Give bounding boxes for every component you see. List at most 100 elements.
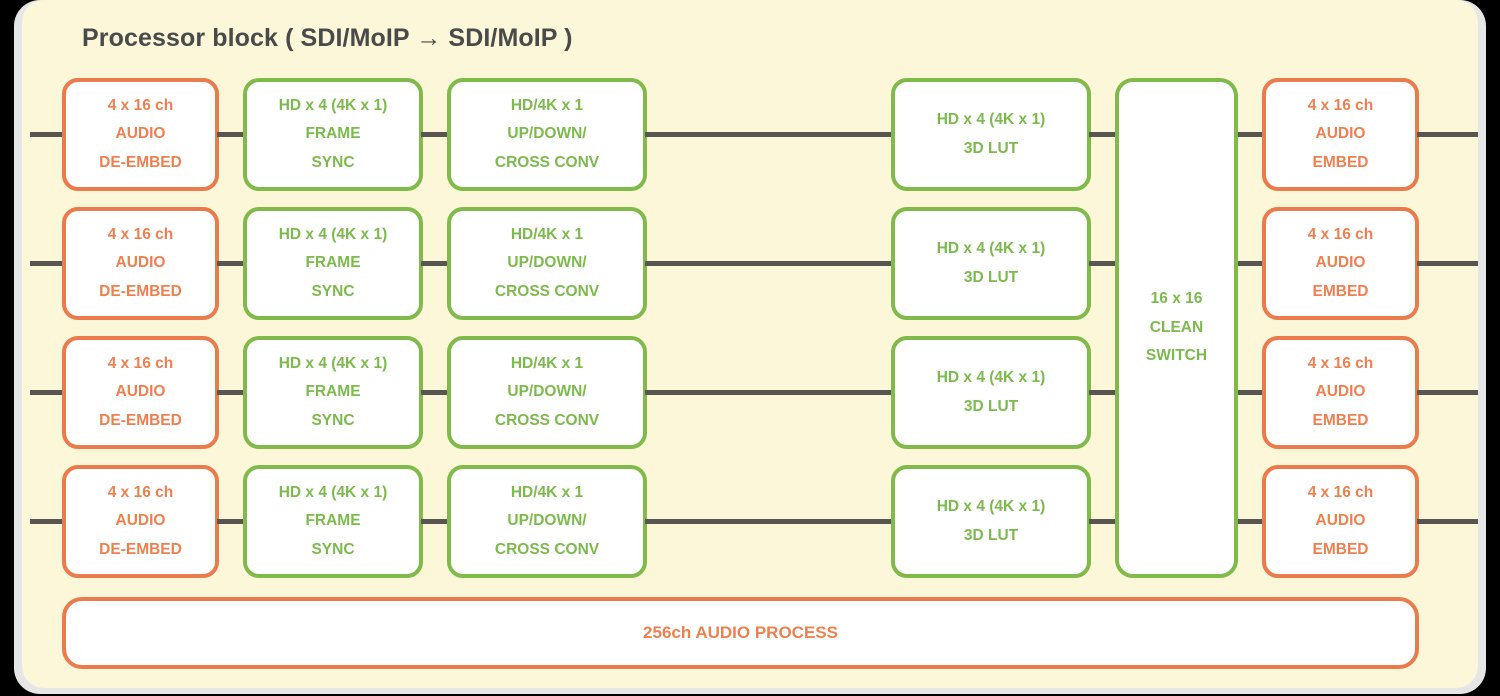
lut-3d-row-3[interactable]: HD x 4 (4K x 1) 3D LUT [891, 336, 1091, 449]
block-line-1: 4 x 16 ch [1307, 354, 1374, 372]
block-line-3: CROSS CONV [494, 153, 600, 171]
block-line-2: 3D LUT [963, 268, 1019, 286]
block-line-1: HD x 4 (4K x 1) [278, 225, 388, 243]
block-line-2: AUDIO [115, 512, 166, 530]
wire-output-row-3 [1417, 390, 1478, 395]
block-line-3: SYNC [311, 282, 355, 300]
block-line-2: UP/DOWN/ [507, 125, 587, 143]
block-line-1: 4 x 16 ch [107, 354, 174, 372]
block-line-1: HD x 4 (4K x 1) [278, 96, 388, 114]
block-line-2: CLEAN [1149, 318, 1204, 336]
frame-sync-row-2[interactable]: HD x 4 (4K x 1) FRAME SYNC [243, 207, 423, 320]
up-down-cross-conv-row-2[interactable]: HD/4K x 1 UP/DOWN/ CROSS CONV [447, 207, 647, 320]
block-line-3: EMBED [1312, 153, 1369, 171]
block-line-1: 4 x 16 ch [1307, 96, 1374, 114]
audio-de-embed-row-2[interactable]: 4 x 16 ch AUDIO DE-EMBED [62, 207, 219, 320]
audio-embed-row-2[interactable]: 4 x 16 ch AUDIO EMBED [1262, 207, 1419, 320]
block-line-3: CROSS CONV [494, 282, 600, 300]
audio-embed-row-3[interactable]: 4 x 16 ch AUDIO EMBED [1262, 336, 1419, 449]
audio-process-bar[interactable]: 256ch AUDIO PROCESS [62, 597, 1419, 669]
wire-lut-to-switch-row-3 [1089, 390, 1117, 395]
processor-block-panel: Processor block ( SDI/MoIP → SDI/MoIP ) … [22, 0, 1478, 688]
lut-3d-row-2[interactable]: HD x 4 (4K x 1) 3D LUT [891, 207, 1091, 320]
up-down-cross-conv-row-3[interactable]: HD/4K x 1 UP/DOWN/ CROSS CONV [447, 336, 647, 449]
block-line-2: AUDIO [1315, 254, 1366, 272]
block-line-3: DE-EMBED [99, 153, 182, 171]
block-line-2: UP/DOWN/ [507, 383, 587, 401]
up-down-cross-conv-row-1[interactable]: HD/4K x 1 UP/DOWN/ CROSS CONV [447, 78, 647, 191]
wire-output-row-2 [1417, 261, 1478, 266]
wire-input-row-4 [30, 519, 78, 524]
lut-3d-row-1[interactable]: HD x 4 (4K x 1) 3D LUT [891, 78, 1091, 191]
clean-switch-block[interactable]: 16 x 16 CLEAN SWITCH [1115, 78, 1238, 578]
block-line-3: DE-EMBED [99, 540, 182, 558]
wire-output-row-4 [1417, 519, 1478, 524]
block-line-2: AUDIO [115, 383, 166, 401]
block-line-3: SYNC [311, 540, 355, 558]
frame-sync-row-1[interactable]: HD x 4 (4K x 1) FRAME SYNC [243, 78, 423, 191]
block-line-1: 4 x 16 ch [107, 483, 174, 501]
block-line-3: EMBED [1312, 540, 1369, 558]
block-line-1: HD x 4 (4K x 1) [278, 483, 388, 501]
block-line-2: FRAME [305, 254, 361, 272]
audio-de-embed-row-3[interactable]: 4 x 16 ch AUDIO DE-EMBED [62, 336, 219, 449]
block-line-1: HD x 4 (4K x 1) [278, 354, 388, 372]
block-line-1: HD/4K x 1 [510, 483, 584, 501]
block-line-1: HD x 4 (4K x 1) [936, 369, 1046, 387]
wire-deembed-to-framesync-row-3 [217, 390, 245, 395]
wire-output-row-1 [1417, 132, 1478, 137]
wire-input-row-1 [30, 132, 78, 137]
block-line-2: FRAME [305, 125, 361, 143]
block-line-2: 3D LUT [963, 397, 1019, 415]
wire-framesync-to-conv-row-4 [421, 519, 449, 524]
block-line-1: HD/4K x 1 [510, 225, 584, 243]
block-line-1: 4 x 16 ch [1307, 483, 1374, 501]
frame-sync-row-3[interactable]: HD x 4 (4K x 1) FRAME SYNC [243, 336, 423, 449]
block-line-2: UP/DOWN/ [507, 512, 587, 530]
block-line-1: HD/4K x 1 [510, 354, 584, 372]
wire-deembed-to-framesync-row-2 [217, 261, 245, 266]
block-line-1: 4 x 16 ch [107, 225, 174, 243]
block-line-3: SYNC [311, 411, 355, 429]
block-line-1: HD/4K x 1 [510, 96, 584, 114]
block-line-1: 16 x 16 [1150, 289, 1203, 307]
audio-de-embed-row-1[interactable]: 4 x 16 ch AUDIO DE-EMBED [62, 78, 219, 191]
wire-switch-to-embed-row-4 [1236, 519, 1264, 524]
wire-lut-to-switch-row-1 [1089, 132, 1117, 137]
audio-embed-row-1[interactable]: 4 x 16 ch AUDIO EMBED [1262, 78, 1419, 191]
wire-framesync-to-conv-row-2 [421, 261, 449, 266]
up-down-cross-conv-row-4[interactable]: HD/4K x 1 UP/DOWN/ CROSS CONV [447, 465, 647, 578]
block-line-3: DE-EMBED [99, 411, 182, 429]
block-line-2: 3D LUT [963, 526, 1019, 544]
block-line-3: SWITCH [1145, 347, 1208, 365]
wire-lut-to-switch-row-4 [1089, 519, 1117, 524]
block-line-1: HD x 4 (4K x 1) [936, 111, 1046, 129]
wire-conv-to-lut-row-4 [645, 519, 893, 524]
wire-framesync-to-conv-row-1 [421, 132, 449, 137]
block-line-3: SYNC [311, 153, 355, 171]
block-line-3: CROSS CONV [494, 540, 600, 558]
wire-conv-to-lut-row-1 [645, 132, 893, 137]
block-line-2: AUDIO [115, 125, 166, 143]
block-line-1: 4 x 16 ch [1307, 225, 1374, 243]
block-line-2: FRAME [305, 512, 361, 530]
wire-input-row-3 [30, 390, 78, 395]
audio-embed-row-4[interactable]: 4 x 16 ch AUDIO EMBED [1262, 465, 1419, 578]
wire-conv-to-lut-row-2 [645, 261, 893, 266]
block-line-1: HD x 4 (4K x 1) [936, 498, 1046, 516]
block-line-2: AUDIO [1315, 125, 1366, 143]
wire-framesync-to-conv-row-3 [421, 390, 449, 395]
wire-switch-to-embed-row-3 [1236, 390, 1264, 395]
frame-sync-row-4[interactable]: HD x 4 (4K x 1) FRAME SYNC [243, 465, 423, 578]
lut-3d-row-4[interactable]: HD x 4 (4K x 1) 3D LUT [891, 465, 1091, 578]
wire-lut-to-switch-row-2 [1089, 261, 1117, 266]
audio-de-embed-row-4[interactable]: 4 x 16 ch AUDIO DE-EMBED [62, 465, 219, 578]
block-line-2: AUDIO [1315, 383, 1366, 401]
block-line-3: EMBED [1312, 411, 1369, 429]
wire-input-row-2 [30, 261, 78, 266]
block-line-3: CROSS CONV [494, 411, 600, 429]
block-line-1: 4 x 16 ch [107, 96, 174, 114]
wire-deembed-to-framesync-row-1 [217, 132, 245, 137]
audio-process-label: 256ch AUDIO PROCESS [643, 622, 838, 642]
